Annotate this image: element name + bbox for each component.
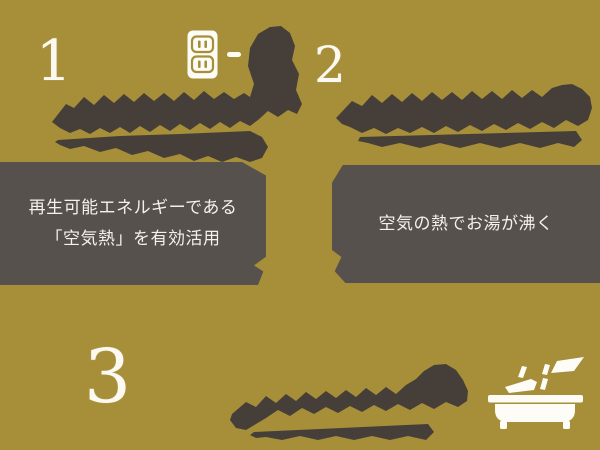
step-1-number: 1	[36, 29, 72, 94]
step-2-caption-text: 空気の熱でお湯が沸く	[379, 209, 554, 240]
steam-wisp	[518, 366, 527, 378]
bathtub-steam-icon	[488, 357, 584, 429]
step-1-caption-panel: 再生可能エネルギーである 「空気熱」を有効活用	[0, 162, 266, 285]
steam-wisp	[540, 378, 548, 390]
illegible-headline-3-blob	[230, 364, 468, 430]
step-3-number: 3	[84, 334, 132, 420]
steam-wisp	[542, 364, 550, 375]
caption-line: 「空気熱」を有効活用	[45, 228, 221, 249]
illegible-headline-2-blob	[336, 84, 592, 134]
steam-wisp	[551, 357, 584, 373]
cord-dash-icon	[227, 52, 241, 57]
steam-wisp	[505, 379, 537, 393]
illegible-subline-3-blob	[250, 424, 434, 440]
step-2-number: 2	[314, 36, 346, 94]
illegible-subline-2-blob	[358, 131, 582, 148]
step-1-caption-text: 再生可能エネルギーである 「空気熱」を有効活用	[29, 193, 238, 254]
step-2-caption-panel: 空気の熱でお湯が沸く	[332, 165, 600, 283]
illegible-subline-1-blob	[55, 131, 268, 162]
illegible-headline-1-blob	[52, 26, 302, 134]
caption-line: 再生可能エネルギーである	[28, 197, 238, 218]
power-outlet-icon	[187, 30, 218, 79]
caption-line: 空気の熱でお湯が沸く	[378, 213, 554, 234]
